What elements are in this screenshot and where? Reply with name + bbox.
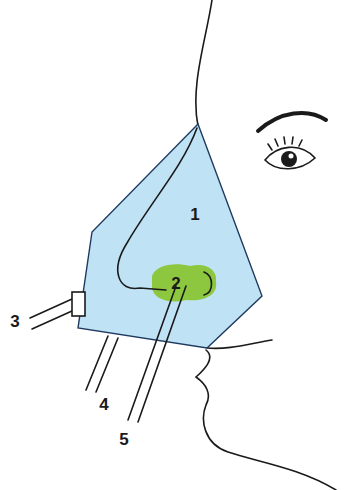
nasal-piece: 2 [146,260,220,304]
eye-outline [265,147,315,169]
eyelashes [268,137,302,150]
mouth-line [207,340,272,348]
callout-number: 1 [190,205,199,225]
mask-shape-outline [70,118,270,354]
callout-number: 4 [99,395,108,415]
mask-shape-path [78,124,262,348]
nasal-piece-path [152,264,216,301]
mask-shape: 12 [70,118,270,354]
eye-pupil [281,151,297,167]
callout-number: 3 [10,312,19,332]
lower-tube [86,336,118,392]
eyebrow [258,113,326,131]
nasal-piece-outline [146,260,220,304]
callout-number: 2 [171,274,180,294]
chin-neck-line [196,350,336,490]
side-tube [30,299,72,329]
eye-highlight [289,154,294,159]
forehead-line [196,0,212,126]
callout-number: 5 [119,430,128,450]
